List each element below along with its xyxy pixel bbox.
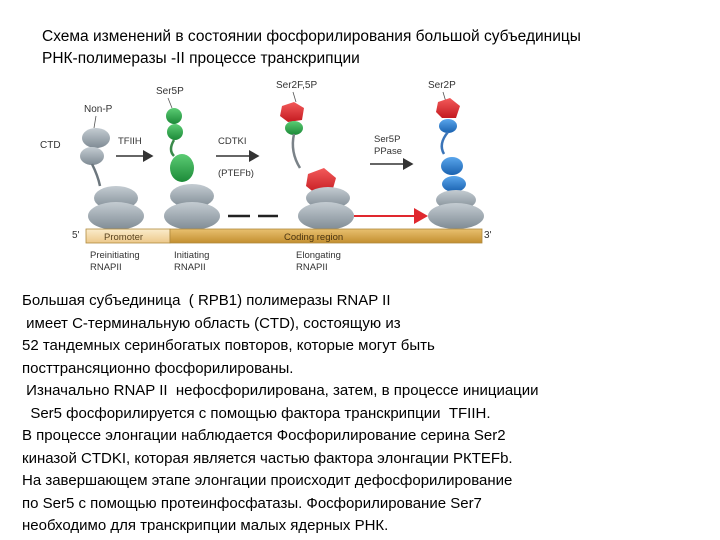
label-ser5p-ppase-1: Ser5P: [374, 134, 400, 145]
ctd-domain-green: [166, 108, 182, 124]
stage-label-initiating-rnapii: RNAPII: [174, 262, 206, 273]
diagram-svg: Non-P Ser5P Ser2F,5P Ser2P CTD TFIIH: [28, 72, 508, 292]
ctd-domain-green: [285, 121, 303, 135]
body-line-3: 52 тандемных серинбогатых повторов, кото…: [22, 335, 712, 358]
body-line-5: Изначально RNAP II нефосфорилирована, за…: [22, 380, 712, 403]
ctd-domain-gray: [80, 147, 104, 165]
stage-label-preinitiating: Preinitiating: [90, 250, 140, 261]
label-ser2f5p: Ser2F,5P: [276, 80, 317, 91]
ctd-domain-blue: [441, 157, 463, 175]
ctd-domain-green: [170, 154, 194, 182]
label-ctd: CTD: [40, 140, 61, 151]
ctd-linker: [442, 132, 448, 154]
ctd-domain-red: [436, 98, 460, 118]
rnapii-ser2p: [428, 98, 484, 229]
ctd-phosphorylation-diagram: Non-P Ser5P Ser2F,5P Ser2P CTD TFIIH: [28, 72, 508, 292]
body-line-10: по Ser5 с помощью протеинфосфатазы. Фосф…: [22, 493, 712, 516]
ctd-domain-blue: [439, 119, 457, 133]
ctd-domain-blue: [442, 176, 466, 192]
rnapii-elongating: [280, 102, 354, 230]
body-line-11: необходимо для транскрипции малых ядерны…: [22, 515, 712, 538]
label-3prime: 3': [484, 230, 492, 241]
label-ser2p: Ser2P: [428, 80, 456, 91]
polymerase-body: [164, 202, 220, 230]
label-promoter: Promoter: [104, 232, 143, 243]
explanation-text: Большая субъединица ( RPB1) полимеразы R…: [22, 290, 712, 538]
label-ser5p-ppase-2: PPase: [374, 146, 402, 157]
label-tfiih: TFIIH: [118, 136, 142, 147]
ctd-linker: [92, 164, 100, 186]
pointer-ser2f5p: [293, 92, 296, 102]
ctd-linker: [171, 140, 174, 156]
label-non-p: Non-P: [84, 104, 113, 115]
label-ser5p: Ser5P: [156, 86, 184, 97]
polymerase-body: [88, 202, 144, 230]
stage-label-initiating: Initiating: [174, 250, 209, 261]
label-cdtki: CDTKI: [218, 136, 247, 147]
pointer-ser5p: [168, 98, 172, 108]
ctd-domain-gray: [82, 128, 110, 148]
body-line-7: В процессе элонгации наблюдается Фосфори…: [22, 425, 712, 448]
body-line-8: киназой CTDKI, которая является частью ф…: [22, 448, 712, 471]
slide-title: Схема изменений в состоянии фосфорилиров…: [42, 26, 702, 70]
polymerase-body: [298, 202, 354, 230]
ctd-domain-red: [280, 102, 304, 122]
rnapii-initiating: [164, 108, 220, 230]
ctd-domain-green: [167, 124, 183, 140]
body-line-1: Большая субъединица ( RPB1) полимеразы R…: [22, 290, 712, 313]
label-ptefb: (PTEFb): [218, 168, 254, 179]
label-5prime: 5': [72, 230, 80, 241]
title-line-1: Схема изменений в состоянии фосфорилиров…: [42, 26, 702, 48]
title-line-2: РНК-полимеразы -II процессе транскрипции: [42, 48, 702, 70]
stage-label-preinitiating-rnapii: RNAPII: [90, 262, 122, 273]
body-line-9: На завершающем этапе элонгации происходи…: [22, 470, 712, 493]
stage-label-elongating-rnapii: RNAPII: [296, 262, 328, 273]
body-line-6: Ser5 фосфорилируется с помощью фактора т…: [22, 403, 712, 426]
pointer-non-p: [94, 116, 96, 128]
polymerase-body: [428, 203, 484, 229]
label-coding-region: Coding region: [284, 232, 343, 243]
ctd-linker: [293, 134, 300, 168]
stage-label-elongating: Elongating: [296, 250, 341, 261]
body-line-2: имеет С-терминальную область (CTD), сост…: [22, 313, 712, 336]
body-line-4: посттрансяционно фосфорилированы.: [22, 358, 712, 381]
